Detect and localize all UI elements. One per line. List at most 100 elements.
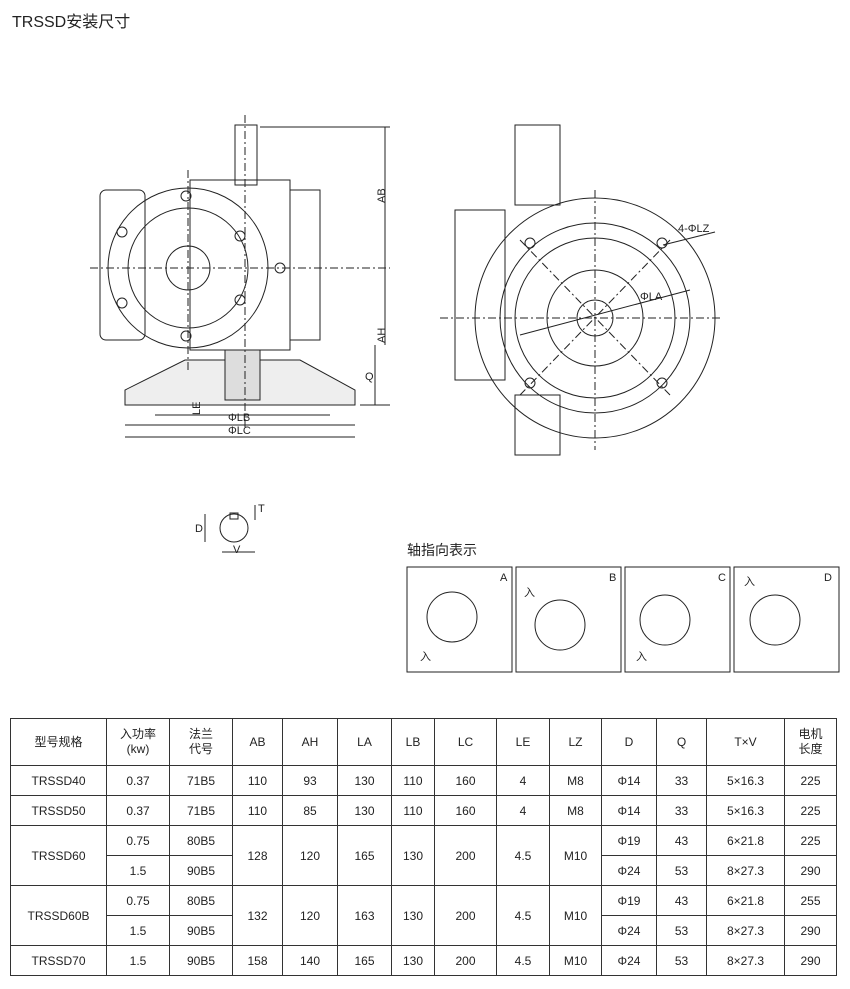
table-cell: M10: [549, 885, 602, 946]
label-le: LE: [191, 402, 203, 415]
column-header: AH: [282, 718, 338, 766]
table-cell: TRSSD40: [10, 765, 107, 796]
header-text: LE: [515, 734, 531, 749]
table-cell: 53: [656, 915, 707, 946]
column-header: LC: [434, 718, 497, 766]
table-cell: 80B5: [169, 885, 233, 916]
header-text: T×V: [734, 734, 757, 749]
table-cell: 4.5: [496, 825, 550, 886]
label-ab: AB: [376, 188, 388, 203]
table-cell: 8×27.3: [706, 855, 785, 886]
table-cell: 140: [282, 945, 338, 976]
table-cell: 225: [784, 795, 837, 826]
axis-direction-views: [406, 566, 840, 673]
table-cell: 4.5: [496, 945, 550, 976]
view-c-label: C: [718, 572, 726, 584]
table-cell: 225: [784, 825, 837, 856]
table-cell: 130: [391, 945, 435, 976]
table-cell: 110: [391, 765, 435, 796]
header-text: 电机: [798, 727, 823, 741]
table-cell: 290: [784, 855, 837, 886]
table-cell: 93: [282, 765, 338, 796]
column-header: LZ: [549, 718, 602, 766]
drawings: AB AH Q LE ΦLB ΦLC 4-ΦLZ ΦLA D T V A B C…: [90, 115, 840, 673]
table-cell: 90B5: [169, 945, 233, 976]
table-cell: 8×27.3: [706, 915, 785, 946]
table-cell: 0.37: [106, 795, 170, 826]
table-cell: M10: [549, 945, 602, 976]
table-cell: 200: [434, 825, 497, 886]
table-cell: 5×16.3: [706, 795, 785, 826]
table-cell: 130: [337, 795, 392, 826]
table-cell: Φ19: [601, 885, 657, 916]
table-cell: M10: [549, 825, 602, 886]
table-cell: 5×16.3: [706, 765, 785, 796]
table-cell: 4: [496, 795, 550, 826]
label-la: ΦLA: [640, 291, 663, 303]
header-text: 长度: [798, 742, 823, 756]
shaft-key-drawing: [204, 505, 256, 553]
input-label-d: 入: [744, 576, 755, 588]
table-cell: TRSSD70: [10, 945, 107, 976]
table-cell: 43: [656, 885, 707, 916]
header-text: 入功率: [119, 727, 156, 741]
header-text: LZ: [568, 734, 583, 749]
table-cell: 160: [434, 765, 497, 796]
column-header: Q: [656, 718, 707, 766]
table-cell: 165: [337, 825, 392, 886]
table-cell: 158: [232, 945, 283, 976]
view-d-label: D: [824, 572, 832, 584]
column-header: AB: [232, 718, 283, 766]
column-header: 法兰代号: [169, 718, 233, 766]
table-cell: 0.75: [106, 885, 170, 916]
table-cell: Φ14: [601, 765, 657, 796]
table-cell: 130: [391, 885, 435, 946]
table-cell: 120: [282, 825, 338, 886]
table-cell: Φ24: [601, 915, 657, 946]
table-cell: 120: [282, 885, 338, 946]
header-text: Q: [676, 734, 687, 749]
table-cell: 225: [784, 765, 837, 796]
table-cell: 130: [337, 765, 392, 796]
table-cell: M8: [549, 765, 602, 796]
table-cell: 90B5: [169, 855, 233, 886]
table-cell: TRSSD50: [10, 795, 107, 826]
view-b-label: B: [609, 572, 616, 584]
header-text: AB: [249, 734, 266, 749]
table-cell: 160: [434, 795, 497, 826]
label-d: D: [195, 523, 203, 535]
table-cell: 71B5: [169, 765, 233, 796]
column-header: T×V: [706, 718, 785, 766]
table-cell: 1.5: [106, 855, 170, 886]
table-cell: Φ19: [601, 825, 657, 856]
table-cell: 90B5: [169, 915, 233, 946]
header-text: LB: [405, 734, 421, 749]
table-cell: 71B5: [169, 795, 233, 826]
header-text: AH: [301, 734, 319, 749]
header-text: (kw): [126, 742, 150, 756]
column-header: 入功率(kw): [106, 718, 170, 766]
table-cell: 43: [656, 825, 707, 856]
header-text: 型号规格: [34, 734, 83, 749]
input-label-c: 入: [636, 651, 647, 663]
table-cell: 110: [232, 765, 283, 796]
table-cell: TRSSD60B: [10, 885, 107, 946]
front-view-drawing: [90, 115, 390, 438]
table-cell: 128: [232, 825, 283, 886]
header-text: 法兰: [188, 727, 213, 741]
view-a-label: A: [500, 572, 508, 584]
page-title: TRSSD安装尺寸: [12, 14, 131, 31]
table-cell: 6×21.8: [706, 885, 785, 916]
column-header: 电机长度: [784, 718, 837, 766]
table-cell: 200: [434, 885, 497, 946]
column-header: LA: [337, 718, 392, 766]
header-text: LA: [357, 734, 372, 749]
